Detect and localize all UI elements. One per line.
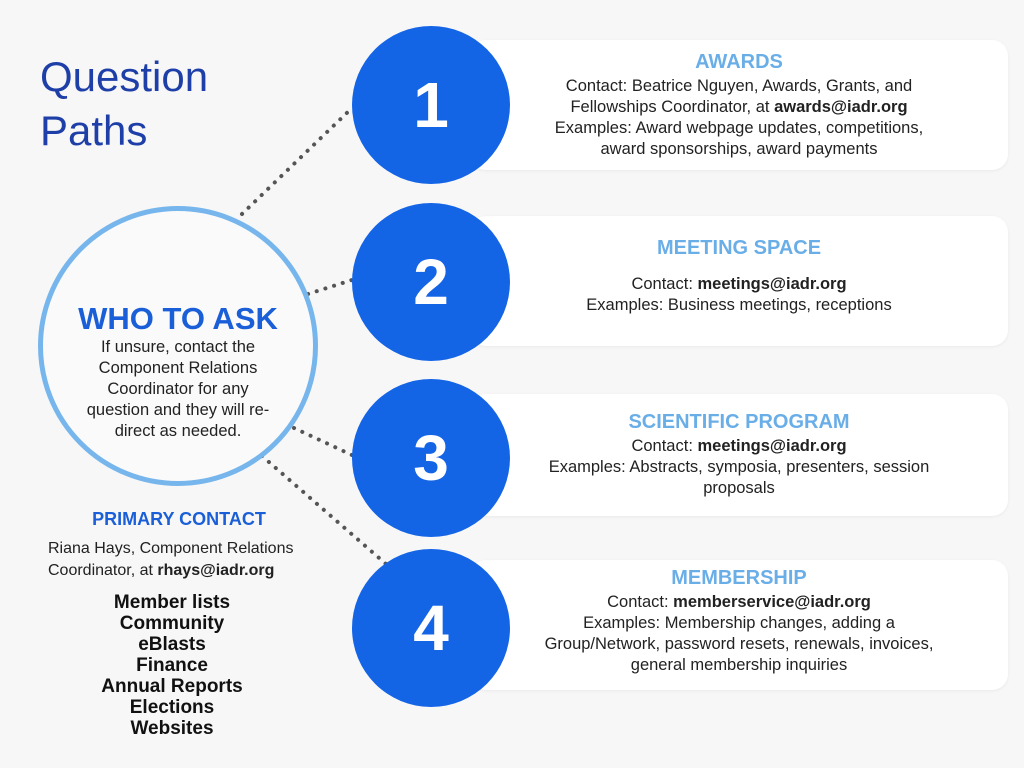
topic-item: Community (119, 613, 225, 634)
path-line: Contact: memberservice@iadr.org (470, 592, 1008, 613)
connector-path-3 (292, 426, 356, 458)
primary-contact-heading: PRIMARY CONTACT (92, 509, 266, 529)
who-to-ask-heading: WHO TO ASK (78, 301, 278, 336)
who-to-ask-text: If unsure, contact the Component Relatio… (73, 337, 283, 442)
path-number-1: 1 (413, 69, 449, 141)
path-card-membership: MEMBERSHIP Contact: memberservice@iadr.o… (470, 560, 1008, 690)
path-line: Contact: meetings@iadr.org (470, 436, 1008, 457)
path-card-awards-content: AWARDS Contact: Beatrice Nguyen, Awards,… (470, 50, 1008, 160)
path-line-text: Examples: Abstracts, symposia, presenter… (548, 458, 930, 476)
connector-path-2 (306, 278, 354, 296)
path-heading-membership: MEMBERSHIP (671, 567, 807, 589)
path-number-4-circle: 4 (352, 549, 510, 707)
path-line-text: general membership inquiries (630, 656, 848, 674)
path-card-meeting-space-content: MEETING SPACE Contact: meetings@iadr.org… (470, 236, 1008, 316)
path-line: award sponsorships, award payments (470, 139, 1008, 160)
path-number-2-circle: 2 (352, 203, 510, 361)
page-title-line-1: Question (40, 53, 209, 100)
path-heading-awards: AWARDS (695, 51, 783, 73)
who-to-ask-line: Component Relations (98, 359, 258, 377)
who-to-ask-line: question and they will re- (86, 401, 270, 419)
path-line: general membership inquiries (470, 655, 1008, 676)
path-line: Group/Network, password resets, renewals… (470, 634, 1008, 655)
topic-item: Member lists (113, 592, 231, 613)
topic-item: Websites (130, 718, 214, 739)
topic-item: Finance (136, 655, 208, 676)
page-title-line-2: Paths (40, 107, 148, 154)
path-number-1-circle: 1 (352, 26, 510, 184)
path-card-awards: AWARDS Contact: Beatrice Nguyen, Awards,… (470, 40, 1008, 170)
topic-item: Annual Reports (101, 676, 243, 697)
path-heading-meeting-space: MEETING SPACE (656, 237, 822, 259)
path-line: Examples: Membership changes, adding a (470, 613, 1008, 634)
path-line-text: Examples: Membership changes, adding a (583, 614, 895, 632)
connector-path-4 (260, 454, 388, 566)
path-card-membership-content: MEMBERSHIP Contact: memberservice@iadr.o… (470, 566, 1008, 676)
connector-path-1 (240, 106, 354, 216)
path-line-text: Contact: (607, 593, 674, 611)
primary-contact-text: Riana Hays, Component Relations Coordina… (48, 538, 338, 582)
primary-contact-line-2: Coordinator, at rhays@iadr.org (48, 560, 338, 582)
path-line: Fellowships Coordinator, at awards@iadr.… (470, 97, 1008, 118)
path-card-scientific-program: SCIENTIFIC PROGRAM Contact: meetings@iad… (470, 394, 1008, 516)
path-line-text: award sponsorships, award payments (600, 140, 878, 158)
path-line-bold: awards@iadr.org (774, 98, 908, 116)
path-number-2: 2 (413, 246, 449, 318)
path-line: Examples: Abstracts, symposia, presenter… (470, 457, 1008, 478)
path-line-text: Examples: Business meetings, receptions (586, 296, 892, 314)
path-line-text: Group/Network, password resets, renewals… (544, 635, 934, 653)
path-card-meeting-space: MEETING SPACE Contact: meetings@iadr.org… (470, 216, 1008, 346)
primary-contact-line-2-text: Coordinator, at (48, 562, 158, 579)
path-number-4: 4 (413, 592, 449, 664)
path-line: Examples: Business meetings, receptions (470, 295, 1008, 316)
path-heading-scientific-program: SCIENTIFIC PROGRAM (628, 411, 850, 433)
path-line-text: Fellowships Coordinator, at (570, 98, 775, 116)
path-line-text: Contact: (631, 437, 698, 455)
path-line-text: Contact: (631, 275, 698, 293)
who-to-ask-line: If unsure, contact the (100, 338, 256, 356)
path-line-text: proposals (703, 479, 775, 497)
path-line-bold: meetings@iadr.org (697, 275, 847, 293)
topic-item: Elections (129, 697, 215, 718)
path-line-text: Contact: Beatrice Nguyen, Awards, Grants… (565, 77, 913, 95)
primary-contact-email: rhays@iadr.org (157, 562, 275, 579)
who-to-ask-line: Coordinator for any (107, 380, 249, 398)
path-card-scientific-program-content: SCIENTIFIC PROGRAM Contact: meetings@iad… (470, 410, 1008, 499)
path-number-3: 3 (413, 422, 449, 494)
path-line-text: Examples: Award webpage updates, competi… (554, 119, 924, 137)
path-line: Examples: Award webpage updates, competi… (470, 118, 1008, 139)
path-line-bold: meetings@iadr.org (697, 437, 847, 455)
path-line: proposals (470, 478, 1008, 499)
topic-item: eBlasts (138, 634, 206, 655)
topic-list: Member lists Community eBlasts Finance A… (62, 592, 282, 739)
path-line: Contact: meetings@iadr.org (470, 274, 1008, 295)
primary-contact-line-1: Riana Hays, Component Relations (48, 540, 294, 557)
who-to-ask-circle: WHO TO ASK If unsure, contact the Compon… (38, 206, 318, 486)
path-line: Contact: Beatrice Nguyen, Awards, Grants… (470, 76, 1008, 97)
path-number-3-circle: 3 (352, 379, 510, 537)
who-to-ask-line: direct as needed. (114, 422, 242, 440)
page-title: Question Paths (40, 50, 340, 158)
path-line-bold: memberservice@iadr.org (673, 593, 871, 611)
